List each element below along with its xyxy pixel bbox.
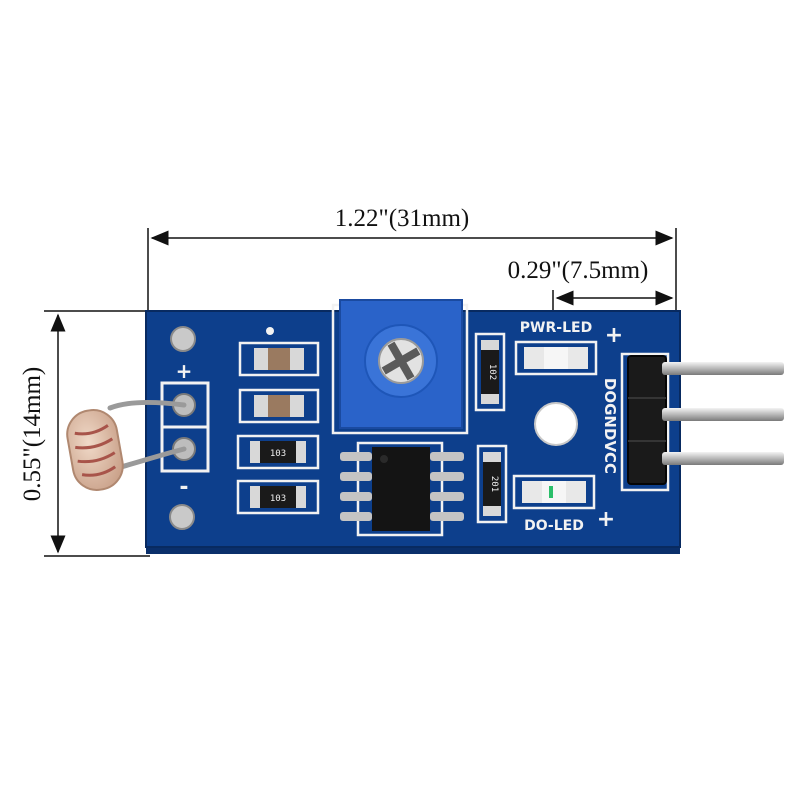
mounting-hole: [534, 402, 578, 446]
width-label: 1.22"(31mm): [335, 205, 470, 232]
pad-bottom-left: [169, 504, 195, 530]
pin-do: [662, 362, 784, 375]
capacitor-bottom: [238, 388, 320, 424]
pcb-board: + - 103 103: [145, 299, 681, 554]
dimension-height: 0.55"(14mm): [19, 310, 150, 557]
dimension-offset: 0.29"(7.5mm): [508, 257, 674, 395]
resistor-103-top: 103: [236, 434, 320, 470]
pad-top-left: [170, 326, 196, 352]
ic-chip: [340, 441, 464, 537]
offset-label: 0.29"(7.5mm): [508, 257, 649, 284]
pwr-led: PWR-LED +: [514, 320, 623, 376]
plus-mark-ldr: +: [176, 359, 193, 383]
minus-mark-ldr: -: [179, 475, 188, 500]
capacitor-top: [238, 341, 320, 377]
resistor-102: 102: [474, 332, 506, 412]
pin-labels: DOGNDVCC: [601, 378, 619, 474]
pin-gnd: [662, 408, 784, 421]
dimension-width: 1.22"(31mm): [147, 205, 677, 352]
resistor-code: 103: [270, 449, 286, 459]
do-led: DO-LED +: [512, 474, 615, 534]
resistor-code: 201: [489, 476, 499, 492]
resistor-201: 201: [476, 444, 508, 524]
pin-header: [627, 355, 784, 485]
pwr-led-label: PWR-LED: [520, 320, 592, 336]
do-led-label: DO-LED: [524, 518, 584, 534]
pin-vcc: [662, 452, 784, 465]
photoresistor: [66, 399, 187, 491]
resistor-code: 102: [487, 364, 497, 380]
trimpot: [331, 299, 469, 435]
resistor-103-bottom: 103: [236, 479, 320, 515]
plus-mark-do: +: [597, 507, 615, 532]
plus-mark-pwr: +: [605, 323, 623, 348]
resistor-code: 103: [270, 494, 286, 504]
height-label: 0.55"(14mm): [19, 367, 46, 502]
